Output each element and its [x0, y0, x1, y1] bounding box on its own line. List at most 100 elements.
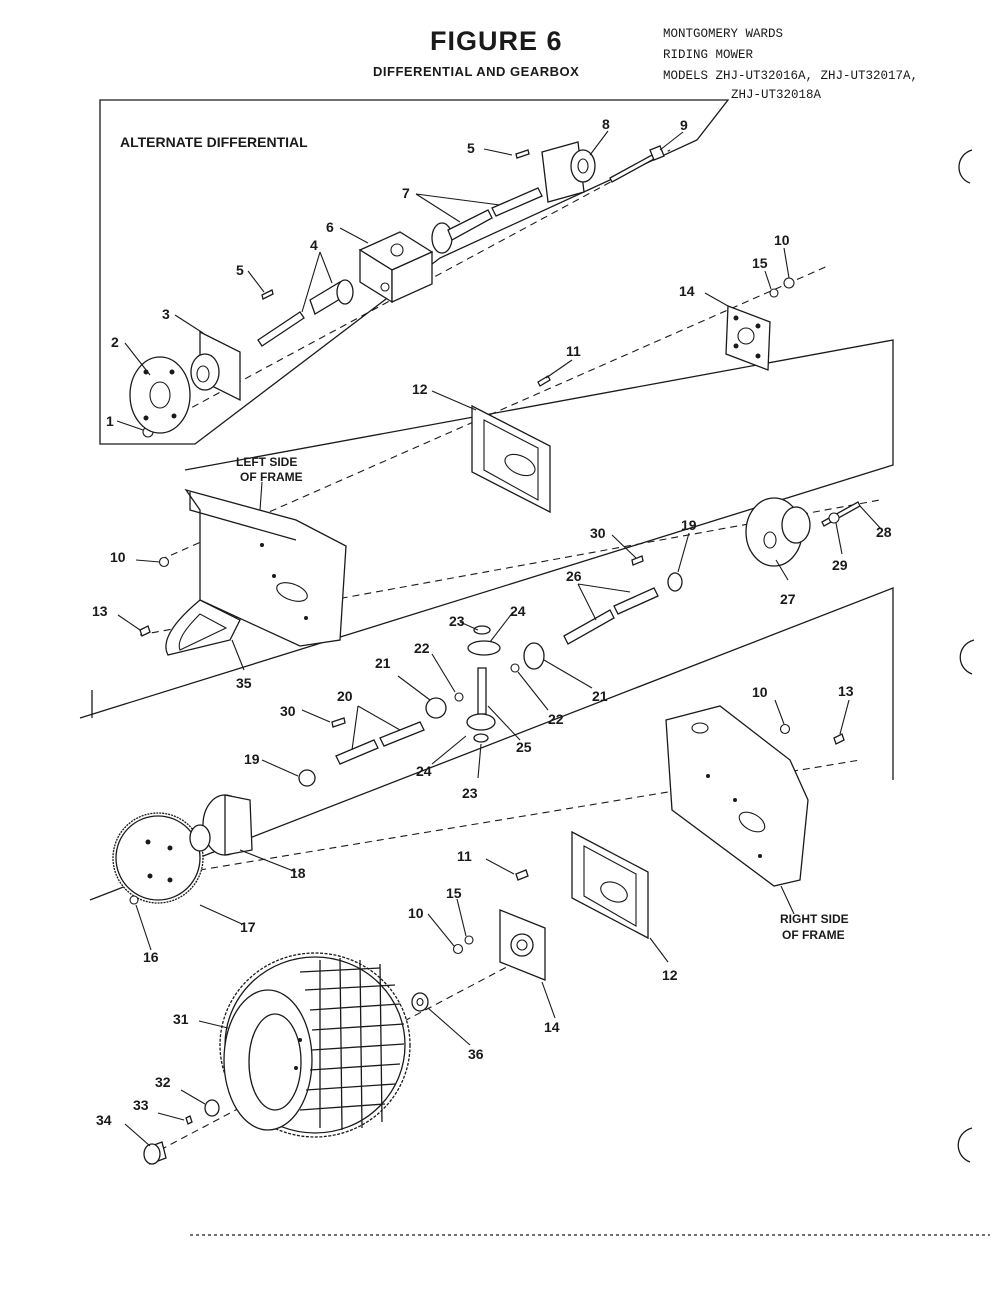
- hub-18: [189, 794, 253, 856]
- binder-hole-marks: [957, 149, 975, 1163]
- callout-22-left: 22: [414, 640, 430, 656]
- callout-36: 36: [468, 1046, 484, 1062]
- panel-outlines: [79, 99, 990, 1236]
- washer-22-left: [454, 692, 464, 702]
- figure-title: FIGURE 6: [430, 26, 563, 56]
- callout-20: 20: [337, 688, 353, 704]
- washer-15-top: [769, 288, 779, 298]
- washer-23-bottom: [473, 733, 489, 743]
- washer-32: [204, 1099, 220, 1117]
- left-frame-label-1: LEFT SIDE: [236, 455, 297, 469]
- washer-15-bottom: [464, 935, 474, 945]
- bracket-12-top: [471, 404, 551, 514]
- bracket-12-bottom: [571, 830, 649, 940]
- callout-10-left: 10: [110, 549, 126, 565]
- pin-30-left: [331, 717, 346, 728]
- pin-30-right: [631, 555, 644, 566]
- upper-axle-parts: [139, 277, 795, 656]
- callout-26: 26: [566, 568, 582, 584]
- callout-16: 16: [143, 949, 159, 965]
- bolt-28: [821, 501, 861, 527]
- callout-17: 17: [240, 919, 256, 935]
- cross-shaft-25: [477, 667, 487, 715]
- bearing-plate-3: [190, 330, 241, 402]
- nut-10-bottom: [452, 943, 464, 955]
- bevel-gear-7: [431, 187, 543, 254]
- callout-5-right: 5: [467, 140, 475, 156]
- callout-24-bottom: 24: [416, 763, 432, 779]
- callout-15-bottom: 15: [446, 885, 462, 901]
- callout-10-bottom: 10: [408, 905, 424, 921]
- bracket-35: [165, 599, 241, 656]
- callout-22-right: 22: [548, 711, 564, 727]
- callout-13-right: 13: [838, 683, 854, 699]
- gear-24-top: [467, 640, 501, 656]
- callout-30-left: 30: [280, 703, 296, 719]
- washer-29: [828, 512, 840, 524]
- left-frame: [184, 488, 347, 647]
- wheel-assembly: [143, 952, 429, 1165]
- callout-14-bottom: 14: [544, 1019, 560, 1035]
- flange-2: [129, 356, 191, 434]
- callout-23-top: 23: [449, 613, 465, 629]
- bolt-11-bottom: [515, 869, 529, 881]
- axle-20: [335, 721, 425, 765]
- callout-30-right: 30: [590, 525, 606, 541]
- callout-23-bottom: 23: [462, 785, 478, 801]
- tire-31: [219, 952, 411, 1138]
- bearing-flange-14-top: [725, 305, 771, 371]
- callout-14-top: 14: [679, 283, 695, 299]
- callout-5-left: 5: [236, 262, 244, 278]
- alternate-differential-parts: [129, 141, 665, 438]
- callout-28: 28: [876, 524, 892, 540]
- nut-16: [129, 895, 139, 905]
- header-models-cont: ZHJ-UT32018A: [731, 88, 822, 102]
- callout-35: 35: [236, 675, 252, 691]
- callout-29: 29: [832, 557, 848, 573]
- callout-19-left: 19: [244, 751, 260, 767]
- callout-7: 7: [402, 185, 410, 201]
- washer-19-right: [667, 572, 683, 592]
- callout-18: 18: [290, 865, 306, 881]
- alternate-differential-label: ALTERNATE DIFFERENTIAL: [120, 134, 308, 150]
- washer-19-left: [298, 769, 316, 787]
- header-product: RIDING MOWER: [663, 48, 754, 62]
- callout-21-left: 21: [375, 655, 391, 671]
- lower-drive-parts: [112, 705, 845, 981]
- right-frame-label-2: OF FRAME: [782, 928, 845, 942]
- bearing-plate-8: [541, 141, 596, 203]
- callout-32: 32: [155, 1074, 171, 1090]
- side-gear-21-right: [523, 642, 545, 670]
- hub-cap-34: [143, 1141, 167, 1165]
- callout-33: 33: [133, 1097, 149, 1113]
- washer-22-right: [510, 663, 520, 673]
- callout-6: 6: [326, 219, 334, 235]
- callout-11-top: 11: [566, 343, 581, 359]
- screw-13-right: [833, 733, 845, 745]
- hub-27: [745, 497, 811, 567]
- callout-25: 25: [516, 739, 532, 755]
- sprocket-17: [112, 812, 204, 904]
- callout-15-top: 15: [752, 255, 768, 271]
- callout-10-right: 10: [752, 684, 768, 700]
- header-brand: MONTGOMERY WARDS: [663, 27, 784, 41]
- axle-shaft-4: [257, 279, 354, 347]
- pin-5-left: [261, 289, 274, 300]
- right-frame-label-1: RIGHT SIDE: [780, 912, 849, 926]
- callout-12-bottom: 12: [662, 967, 678, 983]
- callout-21-right: 21: [592, 688, 608, 704]
- washer-23-top: [473, 625, 491, 635]
- callout-31: 31: [173, 1011, 189, 1027]
- figure-subtitle: DIFFERENTIAL AND GEARBOX: [373, 64, 580, 79]
- callout-24-top: 24: [510, 603, 526, 619]
- gear-24-bottom: [466, 713, 496, 731]
- pin-5-right: [515, 149, 530, 159]
- right-frame: [665, 705, 809, 887]
- callout-27: 27: [780, 591, 796, 607]
- nut-10-right: [779, 723, 791, 735]
- callout-13-left: 13: [92, 603, 108, 619]
- bolt-9: [609, 145, 665, 183]
- axle-26: [563, 587, 659, 645]
- callout-19-right: 19: [681, 517, 697, 533]
